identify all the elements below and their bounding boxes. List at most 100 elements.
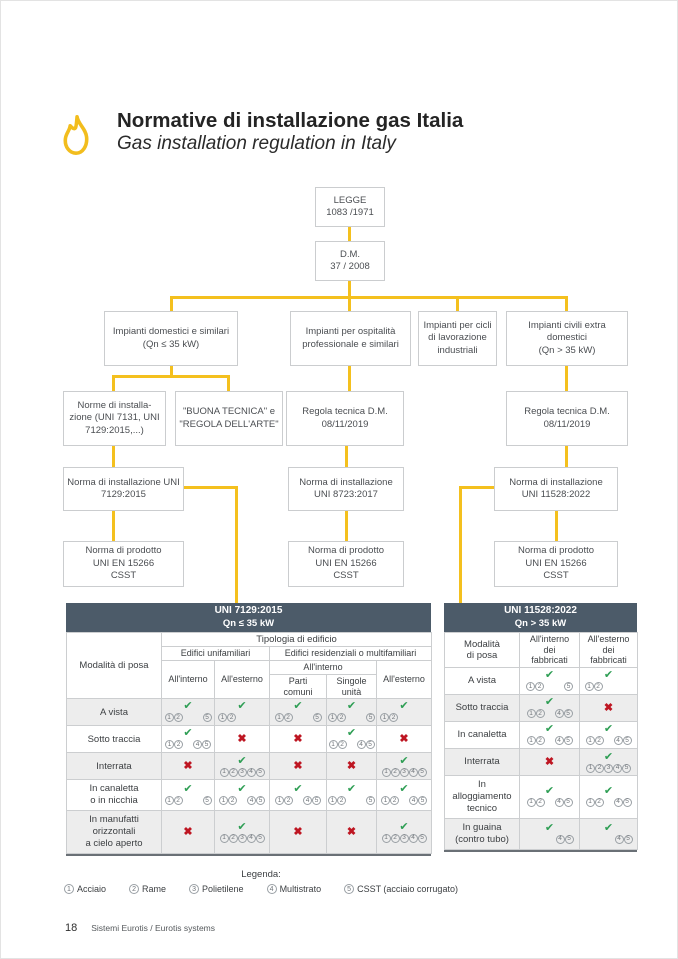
material-badge: 4 [246, 833, 256, 843]
check-icon: ✔ [544, 696, 555, 709]
connector-line [565, 366, 568, 391]
material-badge: 2 [389, 713, 399, 723]
column-header-interno: All'interno [161, 660, 215, 700]
flowchart-node-impianti-ospitalita: Impianti per ospitalità professionale e … [290, 311, 411, 366]
legend-title: Legenda: [241, 869, 281, 880]
material-badge: 4 [554, 798, 564, 808]
material-badge: 4 [408, 767, 418, 777]
material-slot-empty [418, 713, 428, 723]
material-badge: 3 [399, 767, 409, 777]
cell-content: ✖ [272, 754, 324, 778]
material-badge: 1 [381, 796, 391, 806]
connector-line [227, 375, 230, 391]
flowchart-node-buona-tecnica: "BUONA TECNICA" e "REGOLA DELL'ARTE" [175, 391, 283, 446]
material-slot-empty [546, 835, 556, 845]
material-badge: 1 [585, 736, 595, 746]
flowchart-node-impianti-domestici: Impianti domestici e similari (Qn ≤ 35 k… [104, 311, 238, 366]
material-badge: 4 [246, 767, 256, 777]
not-allowed-cell: ✖ [161, 810, 215, 854]
column-header-modalita: Modalità di posa [444, 631, 520, 669]
material-slot-empty [183, 796, 193, 806]
material-badge: 4 [303, 796, 312, 806]
material-badge: 4 [555, 834, 565, 844]
cross-icon: ✖ [603, 701, 614, 714]
material-badge: 2 [129, 884, 140, 894]
row-label: A vista [66, 698, 162, 727]
column-header-esterno-fabbricati: All'esterno dei fabbricati [579, 631, 638, 669]
material-badge: 5 [563, 798, 573, 808]
connector-line [112, 375, 115, 391]
flame-icon [63, 114, 89, 155]
material-badge: 4 [614, 834, 624, 844]
material-slot-empty [536, 835, 546, 845]
column-header-esterno-multi: All'esterno [375, 660, 433, 700]
page-subtitle: Gas installation regulation in Italy [117, 132, 396, 154]
not-allowed-cell: ✖ [269, 752, 327, 781]
material-badge: 2 [337, 740, 347, 750]
material-badge: 4 [408, 833, 418, 843]
not-allowed-cell: ✖ [375, 725, 433, 754]
material-badge: 5 [255, 767, 265, 777]
check-icon: ✔ [603, 723, 614, 736]
check-icon: ✔ [293, 783, 303, 796]
cross-icon: ✖ [346, 825, 357, 838]
not-allowed-cell: ✖ [214, 725, 270, 754]
cross-icon: ✖ [237, 732, 247, 745]
material-slot-empty [526, 835, 536, 845]
check-icon: ✔ [399, 783, 409, 796]
material-badge: 4 [266, 884, 277, 894]
title-block: Normative di installazione gas Italia Ga… [117, 109, 463, 155]
check-icon: ✔ [544, 821, 555, 834]
material-badge: 1 [526, 736, 536, 746]
connector-line [348, 227, 351, 241]
check-icon: ✔ [544, 723, 555, 736]
material-badge: 2 [390, 796, 400, 806]
cross-icon: ✖ [293, 732, 303, 745]
row-label: Interrata [66, 752, 162, 781]
table-row: In manufatti orizzontali a cielo aperto✖… [66, 810, 433, 854]
material-badge: 5 [344, 884, 355, 894]
material-badge: 4 [193, 740, 202, 750]
check-icon: ✔ [603, 785, 614, 798]
check-icon: ✔ [237, 700, 247, 713]
material-badge: 1 [219, 833, 229, 843]
material-slot-empty [347, 740, 357, 750]
flowchart-node-norma-prodotto-2: Norma di prodotto UNI EN 15266 CSST [288, 541, 404, 587]
material-badge: 2 [535, 736, 545, 746]
material-slot-empty [605, 835, 615, 845]
page-footer: 18 Sistemi Eurotis / Eurotis systems [65, 922, 215, 934]
material-badge: 2 [227, 713, 236, 723]
table-uni-11528: UNI 11528:2022 Qn > 35 kW Modalità di po… [444, 603, 638, 852]
material-badge: 2 [228, 833, 238, 843]
flowchart-node-regola-tecnica-1: Regola tecnica D.M. 08/11/2019 [286, 391, 404, 446]
material-slot-empty [545, 736, 555, 746]
check-icon: ✔ [603, 821, 614, 834]
